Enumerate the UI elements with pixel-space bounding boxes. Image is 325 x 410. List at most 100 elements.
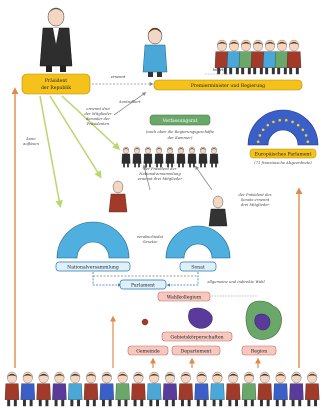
citizen-figure: [83, 371, 99, 407]
territorial-collectivities-box: Gebietskörperschaften: [161, 331, 233, 342]
citizens-row: [4, 371, 320, 407]
government-member-figure: [286, 39, 302, 75]
government-member-figure: [238, 39, 254, 75]
vote-note: allgemeine und indirekte Wahl: [207, 280, 265, 284]
regions-box: Region: [241, 345, 277, 356]
departments-box: Departement: [171, 345, 221, 356]
eu-star-icon: [296, 123, 300, 127]
eu-star-icon: [306, 140, 310, 144]
council-member-figure: [121, 146, 131, 168]
senate-president-note3: drei Mitglieder: [241, 203, 270, 207]
president-label-line2: der Republik: [41, 85, 71, 91]
council-member-figure: [187, 146, 197, 168]
citizen-figure: [131, 371, 146, 407]
citizen-figure: [178, 371, 193, 407]
citizen-figure: [162, 371, 178, 407]
communes-box: Gemeinde: [127, 345, 169, 356]
laws-note1: verabschiedet: [137, 235, 164, 239]
government-member-figure: [214, 39, 230, 75]
council-member-figure: [209, 146, 219, 168]
citizen-figure: [257, 371, 272, 407]
national-assembly-box: Nationalversammlung: [55, 261, 131, 272]
assembly-president-figure: [108, 180, 128, 213]
citizen-figure: [115, 371, 130, 407]
laws-note2: Gesetze: [143, 240, 159, 244]
council-member-figure: [198, 146, 208, 168]
control-note: kontrolliert: [119, 100, 141, 104]
president-label-line1: Präsident: [45, 78, 67, 84]
president-control-arrows: [39, 92, 213, 208]
region-map: [245, 300, 282, 340]
council-member-figure: [176, 146, 186, 168]
parliament-label: Parlament: [131, 283, 155, 289]
citizen-figure: [68, 371, 83, 407]
appoints-label: ernennt: [111, 75, 126, 79]
president-appoint-note2: der Mitglieder: [84, 112, 111, 116]
council-member-figure: [165, 146, 175, 168]
commune-map: [141, 318, 149, 326]
citizen-figure: [36, 371, 51, 407]
premier-label: Premierminister und Regierung: [191, 83, 265, 89]
council-member-figure: [154, 146, 164, 168]
vote-arrows: [11, 87, 303, 368]
citizen-figure: [241, 371, 257, 407]
dissolve-note2: auflösen: [23, 142, 39, 146]
citizen-figure: [305, 371, 320, 407]
constitutional-council-label: Verfassungsrat: [162, 118, 198, 124]
president-figure: [39, 7, 73, 72]
eu-star-icon: [301, 128, 305, 132]
council-member-figure: [132, 146, 142, 168]
senate-president-note1: der Präsident des: [239, 193, 272, 197]
eu-star-icon: [266, 123, 270, 127]
citizen-figure: [273, 371, 288, 407]
citizen-figure: [4, 371, 20, 407]
government-member-figure: [274, 39, 290, 75]
president-appoint-note4: Präsidenten: [86, 122, 110, 126]
european-parliament-label: Europäisches Parlament: [255, 152, 312, 158]
eu-star-icon: [256, 140, 260, 144]
council-member-figures: [121, 146, 219, 168]
constitutional-council-box: Verfassungsrat: [149, 114, 211, 126]
government-member-figure: [250, 39, 266, 75]
european-parliament-dome: [247, 109, 319, 146]
european-parliament-box: Europäisches Parlament: [249, 148, 317, 159]
eu-star-icon: [278, 118, 282, 122]
assembly-president-note3: ernennt drei Mitglieder: [138, 177, 182, 181]
senate-president-figure: [208, 195, 228, 227]
citizen-figure: [289, 371, 304, 407]
premier-figure: [142, 27, 168, 77]
government-figures: [214, 39, 302, 75]
departments-label: Departement: [181, 349, 212, 355]
eu-star-icon: [304, 134, 308, 137]
assembly-president-note2: Nationalversammlung: [138, 172, 181, 176]
senate-box: Senat: [179, 261, 217, 272]
premier-box: Premierminister und Regierung: [153, 79, 303, 91]
citizen-figure: [194, 371, 209, 407]
eu-star-icon: [291, 120, 294, 124]
dissolve-note1: kann: [26, 137, 36, 141]
council-note-line2: der Kammer): [168, 136, 193, 140]
citizen-figure: [20, 371, 35, 407]
national-assembly-dome: [56, 221, 130, 259]
regions-label: Region: [251, 349, 267, 355]
citizen-figure: [147, 371, 162, 407]
eu-star-icon: [284, 118, 288, 122]
european-parliament-note: (71 französische Abgeordnete): [254, 161, 312, 165]
citizen-figure: [52, 371, 67, 407]
forms-label: bildet: [213, 68, 224, 72]
department-map: [188, 307, 213, 329]
eu-star-icon: [261, 128, 265, 132]
assembly-president-note1: der Präsident der: [144, 167, 177, 171]
president-appoint-note3: darunter der: [86, 117, 110, 121]
council-member-figure: [143, 146, 153, 168]
parliament-connectors: [92, 272, 199, 287]
council-note-line1: (nach oben die Regierungsgeschäfte: [146, 130, 215, 134]
senate-label: Senat: [191, 265, 205, 271]
senate-dome: [165, 225, 231, 259]
citizen-figure: [99, 371, 114, 407]
president-box: Präsident der Republik: [21, 73, 91, 95]
electoral-college-label: Wahlkollegium: [167, 295, 202, 301]
citizen-figure: [226, 371, 241, 407]
eu-star-icon: [272, 120, 275, 124]
